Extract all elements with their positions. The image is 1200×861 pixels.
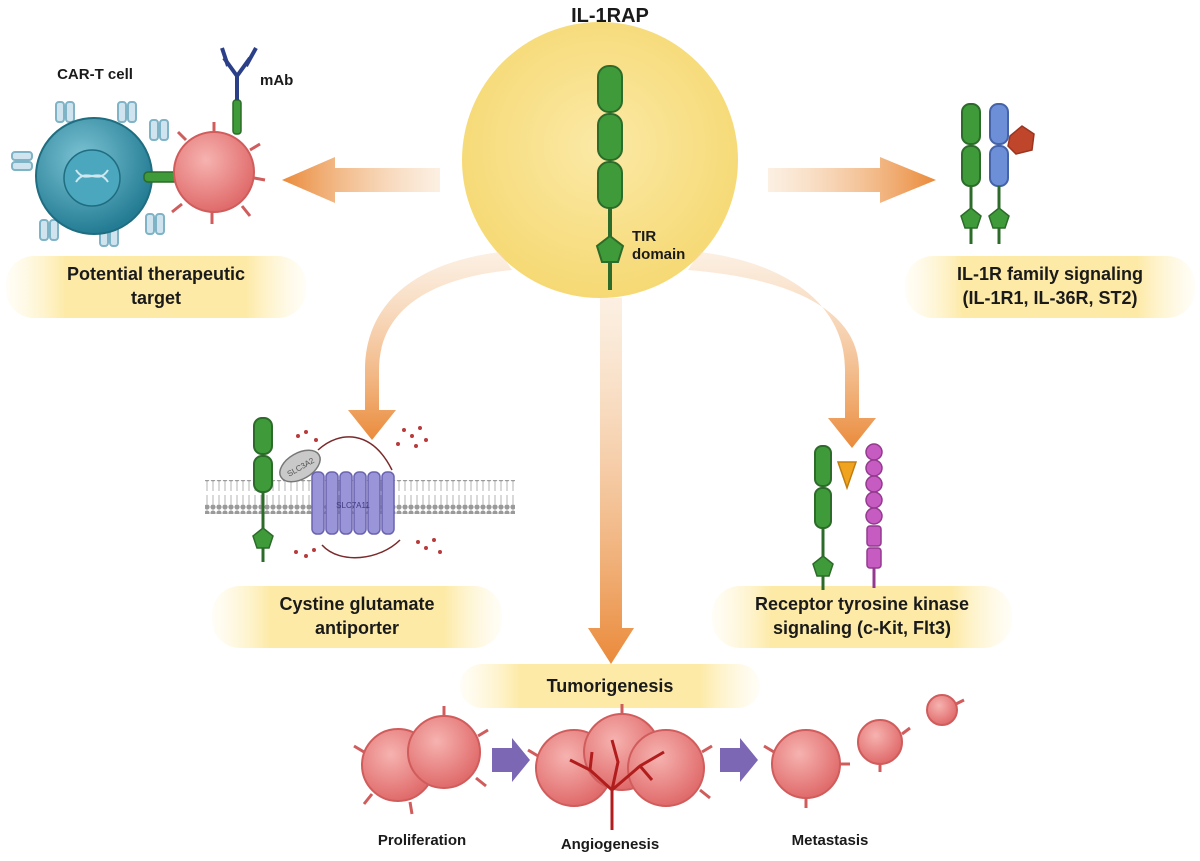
- arrow-to-antiporter: [348, 252, 512, 440]
- cystine-line2: antiporter: [314, 618, 399, 638]
- mab-label: mAb: [260, 72, 294, 89]
- therapeutic-line2: target: [130, 288, 181, 308]
- therapeutic-target-label: Potential therapeutic target: [6, 262, 306, 310]
- rtk-receptors: [812, 443, 883, 590]
- purple-arrow-2: [720, 738, 758, 782]
- therapeutic-line1: Potential therapeutic: [66, 264, 246, 284]
- il1rap-circle: [462, 22, 738, 298]
- angiogenesis-cells: [527, 704, 713, 830]
- tumorigenesis-label: Tumorigenesis: [546, 676, 674, 696]
- slc7a11-label: SLC7A11: [336, 501, 370, 510]
- il1r-signaling-label: IL-1R family signaling (IL-1R1, IL-36R, …: [905, 262, 1195, 310]
- banner-tumorigenesis: [460, 664, 760, 708]
- tir-label: TIR: [632, 228, 657, 245]
- banner-rtk: [712, 586, 1012, 648]
- cystine-line1: Cystine glutamate: [279, 594, 435, 614]
- car-t-cell-label: CAR-T cell: [57, 66, 133, 83]
- il1r-family-receptors: [960, 103, 1035, 244]
- arrow-to-il1r: [768, 157, 936, 203]
- arrow-to-tumorigenesis: [588, 298, 634, 664]
- cystine-antiporter: SLC3A2 SLC7A11: [205, 417, 515, 562]
- rtk-line2: signaling (c-Kit, Flt3): [773, 618, 951, 638]
- domain-label: domain: [632, 246, 686, 263]
- il1rap-receptor: [595, 65, 625, 290]
- tir-domain-label: TIR domain: [632, 228, 702, 264]
- proliferation-cells: [353, 706, 489, 815]
- metastasis-cells: [763, 694, 965, 808]
- metastasis-label: Metastasis: [791, 832, 869, 849]
- car-t-cell: [11, 101, 179, 247]
- arrow-to-rtk: [688, 252, 876, 448]
- banner-il1r: [905, 256, 1195, 318]
- il1r-line1: IL-1R family signaling: [956, 264, 1144, 284]
- banner-cystine: [212, 586, 502, 648]
- il1rap-title: IL-1RAP: [571, 5, 649, 27]
- banner-therapeutic: [6, 256, 306, 318]
- il1r-line2: (IL-1R1, IL-36R, ST2): [962, 288, 1138, 308]
- proliferation-label: Proliferation: [377, 832, 467, 849]
- tumor-cell-target: [171, 47, 266, 224]
- purple-arrow-1: [492, 738, 530, 782]
- cystine-antiporter-label: Cystine glutamate antiporter: [212, 592, 502, 640]
- arrow-to-therapeutic: [282, 157, 440, 203]
- rtk-signaling-label: Receptor tyrosine kinase signaling (c-Ki…: [712, 592, 1012, 640]
- rtk-line1: Receptor tyrosine kinase: [754, 594, 970, 614]
- angiogenesis-label: Angiogenesis: [560, 836, 660, 853]
